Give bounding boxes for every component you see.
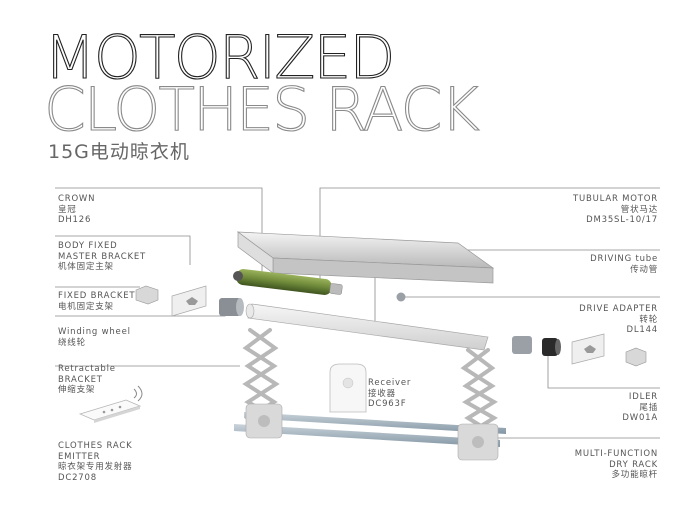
receiver-code: DC963F — [368, 399, 407, 409]
driving-tube — [245, 303, 489, 351]
label-driving-tube: DRIVING tube 传动管 — [590, 254, 658, 275]
retractable-cn: 伸缩支架 — [58, 385, 96, 395]
idler-cn: 尾插 — [639, 402, 658, 413]
label-drive-adapter: DRIVE ADAPTER 转轮 DL144 — [579, 304, 658, 336]
label-body-fixed-master-bracket: BODY FIXED MASTER BRACKET 机体固定主架 — [58, 241, 146, 273]
dry-rack-name-1: MULTI-FUNCTION — [574, 449, 658, 459]
master-bracket-name-1: BODY FIXED — [58, 241, 118, 251]
label-clothes-rack-emitter: CLOTHES RACK EMITTER 晾衣架专用发射器 DC2708 — [58, 441, 132, 483]
label-tubular-motor: TUBULAR MOTOR 管状马达 DM35SL-10/17 — [573, 194, 658, 226]
idler-name: IDLER — [628, 392, 658, 402]
winding-wheel — [219, 298, 244, 316]
idler-code: DW01A — [622, 413, 658, 423]
emitter-name-1: CLOTHES RACK — [58, 441, 133, 451]
emitter-code: DC2708 — [58, 472, 97, 483]
retractable-name-1: Retractable — [58, 364, 116, 374]
label-crown: CROWN 皇冠 DH126 — [58, 194, 95, 226]
right-bracket — [571, 333, 647, 367]
title-line-2: CLOTHES RACK — [43, 75, 480, 145]
dry-rack — [234, 403, 506, 461]
crown-name: CROWN — [58, 194, 96, 204]
master-bracket-name-2: MASTER BRACKET — [58, 251, 147, 262]
fixed-bracket-name: FIXED BRACKET — [58, 291, 136, 301]
label-retractable-bracket: Retractable BRACKET 伸缩支架 — [58, 364, 116, 396]
drive-adapter-piece — [396, 292, 406, 302]
label-multi-function-dry-rack: MULTI-FUNCTION DRY RACK 多功能晾杆 — [575, 449, 658, 481]
label-idler: IDLER 尾插 DW01A — [622, 392, 658, 424]
label-winding-wheel: Winding wheel 绕线轮 — [58, 327, 131, 348]
winding-wheel-name: Winding wheel — [58, 327, 131, 337]
label-receiver: Receiver 接收器 DC963F — [368, 378, 411, 410]
fixed-bracket-cn: 电机固定支架 — [58, 301, 114, 312]
drive-adapter-cn: 转轮 — [639, 314, 658, 325]
dry-rack-name-2: DRY RACK — [609, 459, 658, 470]
dry-rack-cn: 多功能晾杆 — [611, 470, 658, 480]
receiver-name: Receiver — [368, 378, 412, 388]
label-fixed-bracket: FIXED BRACKET 电机固定支架 — [58, 291, 135, 312]
emitter-cn: 晾衣架专用发射器 — [58, 462, 133, 472]
subtitle: 15G电动晾衣机 — [48, 141, 190, 163]
tubular-motor-code: DM35SL-10/17 — [586, 215, 658, 225]
crown-code: DH126 — [58, 215, 92, 225]
crown-profile — [236, 231, 495, 284]
master-bracket — [171, 285, 207, 317]
drive-adapter-name: DRIVE ADAPTER — [579, 304, 658, 314]
tubular-motor — [233, 269, 343, 295]
fixed-bracket — [135, 285, 159, 305]
idler — [512, 336, 561, 356]
receiver — [329, 363, 367, 413]
receiver-cn: 接收器 — [368, 388, 396, 399]
drive-adapter-code: DL144 — [626, 325, 658, 335]
driving-tube-name: DRIVING tube — [590, 254, 658, 264]
crown-cn: 皇冠 — [58, 204, 77, 215]
tubular-motor-name: TUBULAR MOTOR — [572, 194, 658, 204]
tubular-motor-cn: 管状马达 — [620, 204, 658, 215]
emitter-name-2: EMITTER — [58, 451, 101, 462]
master-bracket-cn: 机体固定主架 — [58, 262, 114, 272]
retractable-name-2: BRACKET — [58, 374, 103, 385]
driving-tube-cn: 传动管 — [630, 264, 658, 275]
title-line-1: MOTORIZED — [43, 23, 396, 93]
emitter-remote — [78, 385, 143, 423]
winding-wheel-cn: 绕线轮 — [58, 337, 86, 348]
